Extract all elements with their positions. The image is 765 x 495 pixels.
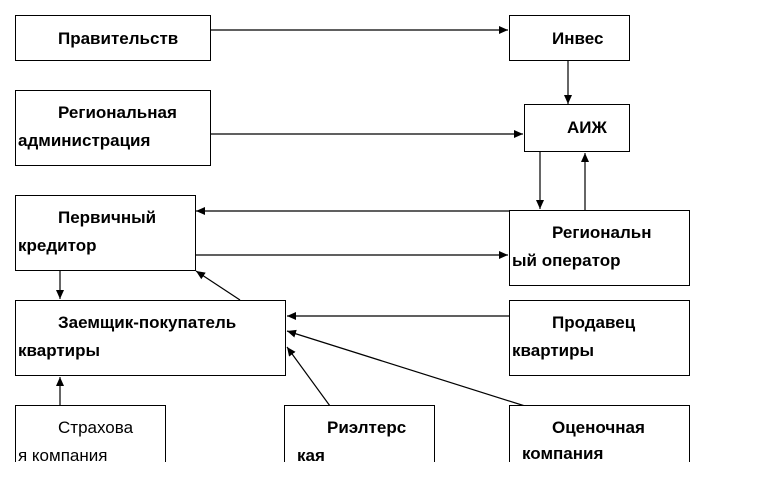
- node-borrower: Заемщик-покупатель квартиры: [15, 300, 286, 376]
- node-label: Региональн: [552, 223, 652, 242]
- node-regional-admin: Региональная администрация: [15, 90, 211, 166]
- node-label: кая: [297, 446, 325, 462]
- node-label: ый оператор: [512, 251, 621, 270]
- node-appraiser: Оценочная компания: [509, 405, 690, 462]
- node-label: администрация: [18, 131, 151, 150]
- node-label: Правительств: [58, 29, 179, 48]
- node-realtor: Риэлтерс кая: [284, 405, 435, 462]
- node-label: компания: [522, 444, 604, 462]
- node-label: кредитор: [18, 236, 97, 255]
- node-primary-lender: Первичный кредитор: [15, 195, 196, 271]
- node-label: Инвес: [552, 29, 604, 48]
- node-aizh: АИЖ: [524, 104, 630, 152]
- node-label: Первичный: [58, 208, 157, 227]
- node-label: квартиры: [18, 341, 101, 360]
- node-insurance: Страхова я компания: [15, 405, 166, 462]
- node-label: АИЖ: [567, 118, 607, 137]
- node-label: Риэлтерс: [327, 418, 407, 437]
- arrow-realtor-to-borrower: [286, 346, 331, 407]
- arrow-borrower-to-lender: [195, 270, 241, 301]
- node-regional-operator: Региональн ый оператор: [509, 210, 690, 286]
- node-label: квартиры: [512, 341, 595, 360]
- node-label: Страхова: [58, 418, 134, 437]
- node-label: Продавец: [552, 313, 636, 332]
- diagram-clip: Правительств Инвес Региональная админист…: [15, 15, 690, 462]
- node-label: Региональная: [58, 103, 177, 122]
- node-invest: Инвес: [509, 15, 630, 61]
- node-government: Правительств: [15, 15, 211, 61]
- node-label: я компания: [18, 446, 108, 462]
- node-label: Оценочная: [552, 418, 645, 437]
- node-seller: Продавец квартиры: [509, 300, 690, 376]
- arrow-appraiser-to-borrower: [286, 329, 526, 407]
- node-label: Заемщик-покупатель: [58, 313, 237, 332]
